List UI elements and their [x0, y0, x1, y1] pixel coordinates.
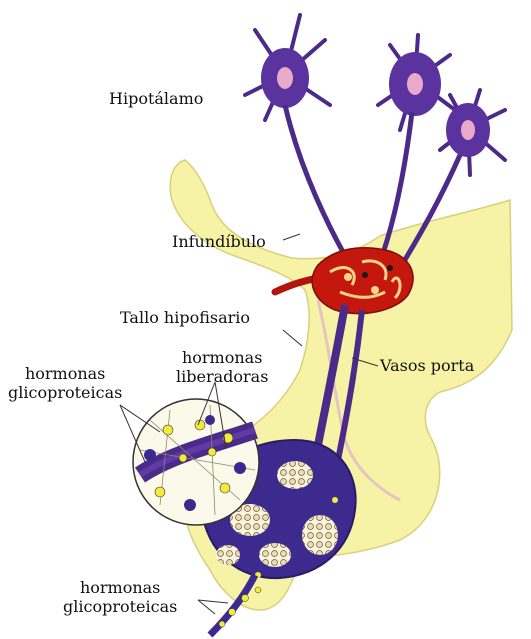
label-hormonas-liberadoras-line1: hormonas — [176, 348, 268, 367]
label-tallo-hipofisario: Tallo hipofisario — [120, 308, 250, 327]
label-hormonas-glicoproteicas-top-line2: glicoproteicas — [8, 383, 122, 402]
label-infundibulo: Infundíbulo — [172, 232, 266, 251]
label-vasos-porta: Vasos porta — [380, 356, 474, 375]
label-hormonas-glicoproteicas-bottom-line2: glicoproteicas — [63, 597, 177, 616]
label-hormonas-glicoproteicas-bottom-line1: hormonas — [63, 578, 177, 597]
label-hormonas-glicoproteicas-top: hormonas glicoproteicas — [8, 364, 122, 402]
label-hipotalamo: Hipotálamo — [109, 89, 203, 108]
magnified-inset — [133, 399, 259, 525]
label-hormonas-glicoproteicas-top-line1: hormonas — [8, 364, 122, 383]
label-hormonas-liberadoras: hormonas liberadoras — [176, 348, 268, 386]
neuron-1 — [245, 15, 352, 268]
label-hormonas-liberadoras-line2: liberadoras — [176, 367, 268, 386]
label-hormonas-glicoproteicas-bottom: hormonas glicoproteicas — [63, 578, 177, 616]
